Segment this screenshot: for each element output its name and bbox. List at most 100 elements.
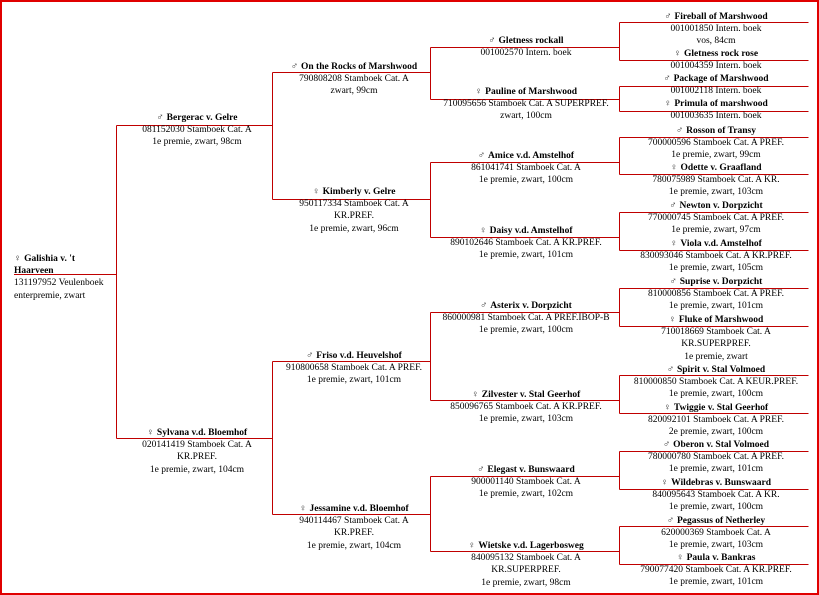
animal-name-row: ♂Fireball of Marshwood [621, 11, 811, 23]
animal-name: Zilvester v. Stal Geerhof [481, 390, 581, 400]
animal-name-row: ♂Oberon v. Stal Volmoed [621, 439, 811, 451]
male-sex-icon: ♂ [664, 12, 672, 22]
animal-name-row: ♂Gletness rockall [435, 35, 617, 47]
detail-line: 1e premie, zwart, 103cm [668, 540, 764, 551]
animal-name: Suprise v. Dorpzicht [679, 277, 763, 287]
registration-line: 840095643 Stamboek Cat. A KR. [652, 490, 780, 501]
detail-line: zwart, 99cm [330, 86, 378, 97]
male-sex-icon: ♂ [290, 62, 298, 72]
animal-name-row: ♂Amice v.d. Amstelhof [435, 150, 617, 162]
registration-line: 710018669 Stamboek Cat. A [661, 327, 771, 338]
animal-name-row: ♀Wildebras v. Bunswaard [621, 477, 811, 489]
female-sex-icon: ♀ [14, 254, 22, 264]
male-sex-icon: ♂ [477, 465, 485, 475]
registration-line: 700000596 Stamboek Cat. A PREF. [648, 138, 784, 149]
female-sex-icon: ♀ [668, 315, 676, 325]
animal-name: Paula v. Bankras [686, 553, 756, 563]
detail-line: 1e premie, zwart, 105cm [668, 263, 764, 274]
animal-name: Elegast v. Bunswaard [487, 465, 575, 475]
registration-line: 890102646 Stamboek Cat. A KR.PREF. [450, 238, 602, 249]
animal-name: Newton v. Dorpzicht [679, 201, 763, 211]
detail-line: 1e premie, zwart, 98cm [481, 577, 571, 588]
registration-line: 131197952 Veulenboek [14, 278, 104, 289]
pedigree-node-gen3-4: ♀Daisy v.d. Amstelhof 890102646 Stamboek … [435, 225, 617, 262]
animal-name: Primula of marshwood [674, 99, 768, 109]
detail-line: 1e premie, zwart, 100cm [668, 502, 764, 513]
female-sex-icon: ♀ [468, 541, 476, 551]
animal-name-row: ♂Newton v. Dorpzicht [621, 200, 811, 212]
male-sex-icon: ♂ [488, 36, 496, 46]
animal-name-row: ♀Kimberly v. Gelre [278, 186, 430, 198]
registration-line: 770000745 Stamboek Cat. A PREF. [648, 213, 784, 224]
animal-name: Spirit v. Stal Volmoed [676, 365, 766, 375]
female-sex-icon: ♀ [475, 87, 483, 97]
detail-line: KR.PREF. [334, 528, 374, 539]
detail-line: 1e premie, zwart, 97cm [671, 225, 761, 236]
detail-line: 1e premie, zwart, 100cm [478, 175, 574, 186]
female-sex-icon: ♀ [312, 187, 320, 197]
animal-name-row: ♂Pegassus of Netherley [621, 515, 811, 527]
registration-line: 001003635 Intern. boek [670, 111, 762, 122]
pedigree-node-gen4-11: ♂Spirit v. Stal Volmoed 810000850 Stamboe… [621, 364, 811, 401]
detail-line: 1e premie, zwart, 101cm [306, 375, 402, 386]
registration-line: 001004359 Intern. boek [670, 61, 762, 72]
animal-name: Sylvana v.d. Bloemhof [156, 428, 248, 438]
detail-line: KR.PREF. [334, 211, 374, 222]
detail-line: 1e premie, zwart, 96cm [309, 223, 399, 234]
animal-name: Kimberly v. Gelre [322, 187, 396, 197]
male-sex-icon: ♂ [666, 365, 674, 375]
male-sex-icon: ♂ [666, 516, 674, 526]
female-sex-icon: ♀ [670, 163, 678, 173]
animal-name: Oberon v. Stal Volmoed [673, 440, 770, 450]
detail-line: KR.SUPERPREF. [491, 565, 561, 576]
animal-name-row: ♂Elegast v. Bunswaard [435, 464, 617, 476]
animal-name: Jessamine v.d. Bloemhof [309, 504, 409, 514]
registration-line: 620000369 Stamboek Cat. A [661, 528, 771, 539]
animal-name-row: ♂Suprise v. Dorpzicht [621, 276, 811, 288]
animal-name-row: ♂Asterix v. Dorpzicht [435, 300, 617, 312]
animal-name: Daisy v.d. Amstelhof [489, 226, 573, 236]
registration-line: 001001850 Intern. boek [670, 24, 762, 35]
male-sex-icon: ♂ [480, 301, 488, 311]
animal-name-row: ♀Sylvana v.d. Bloemhof [122, 427, 272, 439]
animal-name-row: ♀Fluke of Marshwood [621, 314, 811, 326]
detail-line: zwart, 100cm [500, 111, 552, 122]
animal-name: Viola v.d. Amstelhof [680, 239, 762, 249]
animal-name-row: ♀Pauline of Marshwood [435, 86, 617, 98]
animal-name: Wietske v.d. Lagerbosweg [478, 541, 584, 551]
registration-line: 020141419 Stamboek Cat. A [142, 440, 252, 451]
female-sex-icon: ♀ [479, 226, 487, 236]
animal-name: Bergerac v. Gelre [166, 113, 238, 123]
animal-name-row: ♀Primula of marshwood [621, 98, 811, 110]
registration-line: 810000850 Stamboek Cat. A KEUR.PREF. [633, 377, 799, 388]
animal-name-row: ♂On the Rocks of Marshwood [278, 61, 430, 73]
animal-name: Package of Marshwood [673, 74, 769, 84]
detail-line: 1e premie, zwart, 101cm [668, 464, 764, 475]
detail-line: vos, 84cm [696, 36, 736, 47]
female-sex-icon: ♀ [146, 428, 154, 438]
animal-name: On the Rocks of Marshwood [301, 62, 418, 72]
animal-name: Pauline of Marshwood [485, 87, 577, 97]
animal-name: Friso v.d. Heuvelshof [316, 351, 402, 361]
female-sex-icon: ♀ [471, 390, 479, 400]
animal-name: Twiggie v. Stal Geerhof [673, 403, 769, 413]
animal-name-row: ♂Friso v.d. Heuvelshof [278, 350, 430, 362]
animal-name: Rosson of Transy [686, 126, 756, 136]
registration-line: 820092101 Stamboek Cat. A PREF. [648, 415, 784, 426]
